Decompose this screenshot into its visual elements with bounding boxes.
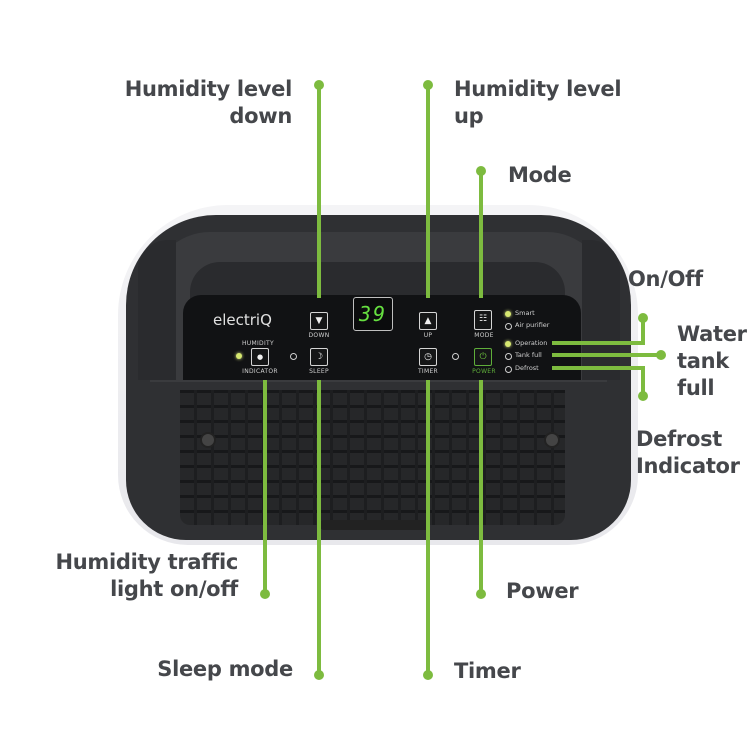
label-defrost-line2: Indicator <box>636 454 740 478</box>
up-button[interactable]: ▲ <box>419 312 437 330</box>
label-humidity-down-line2: down <box>229 104 292 128</box>
power-button[interactable]: ⏻ <box>474 348 492 366</box>
label-traffic-line1: Humidity traffic <box>55 550 238 574</box>
smart-led <box>505 311 511 317</box>
callout-dot-on-off <box>638 313 648 323</box>
humidity-traffic-led <box>236 353 242 359</box>
label-sleep-mode: Sleep mode <box>157 657 293 681</box>
label-humidity-down-line1: Humidity level <box>124 77 293 101</box>
indicator-smart: Smart <box>515 309 535 317</box>
callout-dot-water-tank <box>656 350 666 360</box>
callout-line-traffic-light <box>263 380 267 592</box>
mode-caption: MODE <box>474 332 494 339</box>
sleep-button[interactable]: ☽ <box>310 348 328 366</box>
base-foot <box>320 520 430 530</box>
humidity-caption-top: HUMIDITY <box>242 340 274 347</box>
screw-right <box>544 432 560 448</box>
label-defrost-indicator: Defrost Indicator <box>636 426 740 480</box>
label-humidity-up: Humidity level up <box>454 76 674 130</box>
side-panel-left <box>138 240 176 380</box>
humidity-caption-bottom: INDICATOR <box>242 368 278 375</box>
timer-caption: TIMER <box>417 368 439 375</box>
screw-left <box>200 432 216 448</box>
indicator-defrost: Defrost <box>515 364 539 372</box>
label-traffic-line2: light on/off <box>110 577 238 601</box>
mode-button[interactable]: ☷ <box>474 310 492 330</box>
triangle-down-icon: ▼ <box>315 316 323 326</box>
label-humidity-down: Humidity level down <box>90 76 293 130</box>
callout-line-water-tank <box>552 353 660 357</box>
callout-line-sleep <box>317 380 321 673</box>
down-button[interactable]: ▼ <box>310 312 328 330</box>
defrost-led <box>505 366 512 373</box>
callout-line-timer <box>426 380 430 673</box>
callout-dot-power <box>476 589 486 599</box>
label-humidity-traffic-light: Humidity traffic light on/off <box>40 549 238 603</box>
callout-line-defrost-drop <box>641 366 645 393</box>
callout-line-mode <box>479 171 483 298</box>
callout-line-defrost <box>552 366 645 370</box>
humidity-display: 39 <box>353 297 393 331</box>
clock-icon: ◷ <box>424 352 432 362</box>
callout-dot-defrost <box>638 391 648 401</box>
indicator-air-purifier: Air purifier <box>515 321 550 329</box>
air-grill <box>180 390 565 525</box>
callout-line-on-off-riser <box>641 318 645 345</box>
power-icon: ⏻ <box>479 352 487 362</box>
label-water-line3: full <box>677 376 715 400</box>
label-timer: Timer <box>454 659 521 683</box>
timer-button[interactable]: ◷ <box>419 348 437 366</box>
air-purifier-led <box>505 323 512 330</box>
humidity-indicator-button[interactable]: ● <box>251 348 269 366</box>
label-defrost-line1: Defrost <box>636 427 723 451</box>
operation-led <box>505 341 511 347</box>
sleep-led <box>290 353 297 360</box>
label-humidity-up-line1: Humidity level <box>454 77 622 101</box>
label-power: Power <box>506 579 579 603</box>
down-caption: DOWN <box>308 332 330 339</box>
triangle-up-icon: ▲ <box>424 316 432 326</box>
callout-dot-sleep <box>314 670 324 680</box>
up-caption: UP <box>423 332 433 339</box>
callout-line-humidity-down <box>317 85 321 298</box>
indicator-operation: Operation <box>515 339 548 347</box>
timer-led <box>452 353 459 360</box>
label-humidity-up-line2: up <box>454 104 484 128</box>
callout-dot-traffic-light <box>260 589 270 599</box>
label-water-line1: Water <box>677 322 747 346</box>
tank-full-led <box>505 353 512 360</box>
label-water-tank-full: Water tank full <box>677 321 747 402</box>
droplet-icon: ● <box>256 353 264 361</box>
callout-dot-timer <box>423 670 433 680</box>
callout-line-humidity-up <box>426 85 430 298</box>
label-mode: Mode <box>508 163 572 187</box>
sliders-icon: ☷ <box>478 314 488 324</box>
callout-line-on-off <box>552 341 645 345</box>
label-water-line2: tank <box>677 349 729 373</box>
power-caption: POWER <box>472 368 496 375</box>
callout-line-power <box>479 380 483 592</box>
sleep-caption: SLEEP <box>309 368 329 375</box>
side-panel-right <box>582 240 620 380</box>
moon-icon: ☽ <box>314 352 324 362</box>
brand-logo: electriQ <box>213 311 272 329</box>
indicator-tank-full: Tank full <box>515 351 542 359</box>
label-on-off: On/Off <box>628 267 703 291</box>
